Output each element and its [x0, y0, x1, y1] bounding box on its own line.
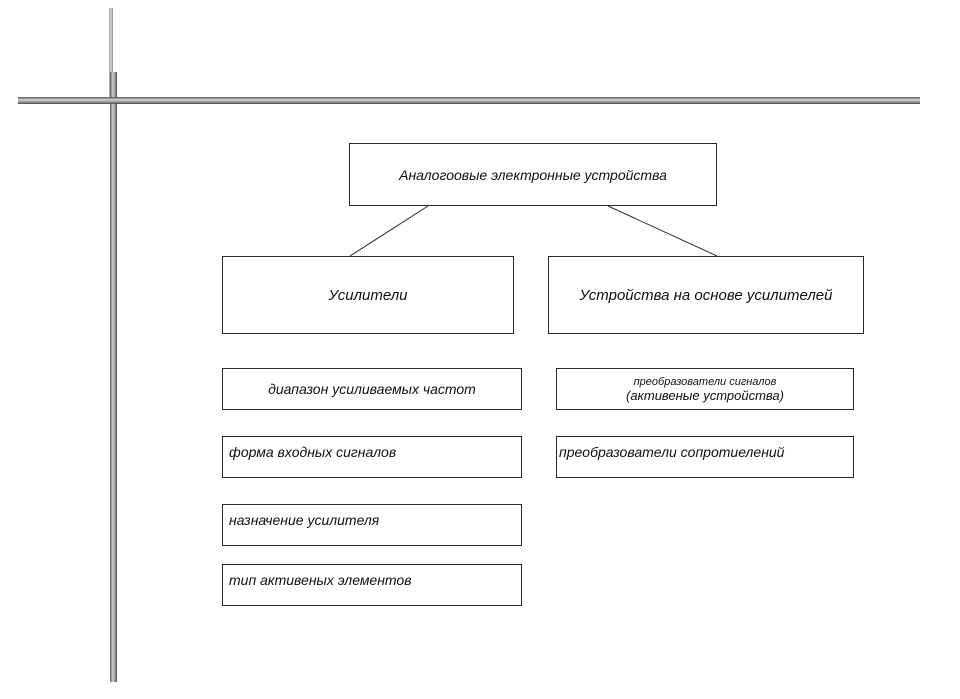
criterion-input-signal-form-label: форма входных сигналов — [229, 444, 397, 460]
criterion-input-signal-form: форма входных сигналов — [222, 436, 522, 478]
criterion-active-element-type: тип активеных элементов — [222, 564, 522, 606]
criterion-frequency-range: диапазон усиливаемых частот — [222, 368, 522, 410]
criterion-purpose-label: назначение усилителя — [229, 512, 380, 528]
device-signal-converters-line2: (активеные устройства) — [626, 388, 784, 403]
device-signal-converters: преобразователи сигналов (активеные устр… — [556, 368, 854, 410]
vertical-rule-top-accent — [109, 8, 113, 100]
branch-node-amplifier-based-devices: Устройства на основе усилителей — [548, 256, 864, 334]
device-impedance-converters: преобразователи сопротиелений — [556, 436, 854, 478]
device-signal-converters-line1: преобразователи сигналов — [633, 376, 777, 388]
connector-root-to-amplifiers — [349, 205, 429, 257]
vertical-rule — [110, 72, 117, 682]
criterion-purpose: назначение усилителя — [222, 504, 522, 546]
device-impedance-converters-label: преобразователи сопротиелений — [559, 444, 785, 460]
branch-node-amplifiers-label: Усилители — [328, 286, 408, 304]
connector-root-to-devices — [607, 205, 718, 257]
horizontal-rule — [18, 97, 920, 104]
root-node-label: Аналогоовые электронные устройства — [399, 166, 667, 183]
root-node: Аналогоовые электронные устройства — [349, 143, 717, 206]
criterion-frequency-range-label: диапазон усиливаемых частот — [268, 381, 476, 397]
criterion-active-element-type-label: тип активеных элементов — [229, 572, 412, 588]
branch-node-amplifier-based-devices-label: Устройства на основе усилителей — [579, 286, 833, 304]
branch-node-amplifiers: Усилители — [222, 256, 514, 334]
